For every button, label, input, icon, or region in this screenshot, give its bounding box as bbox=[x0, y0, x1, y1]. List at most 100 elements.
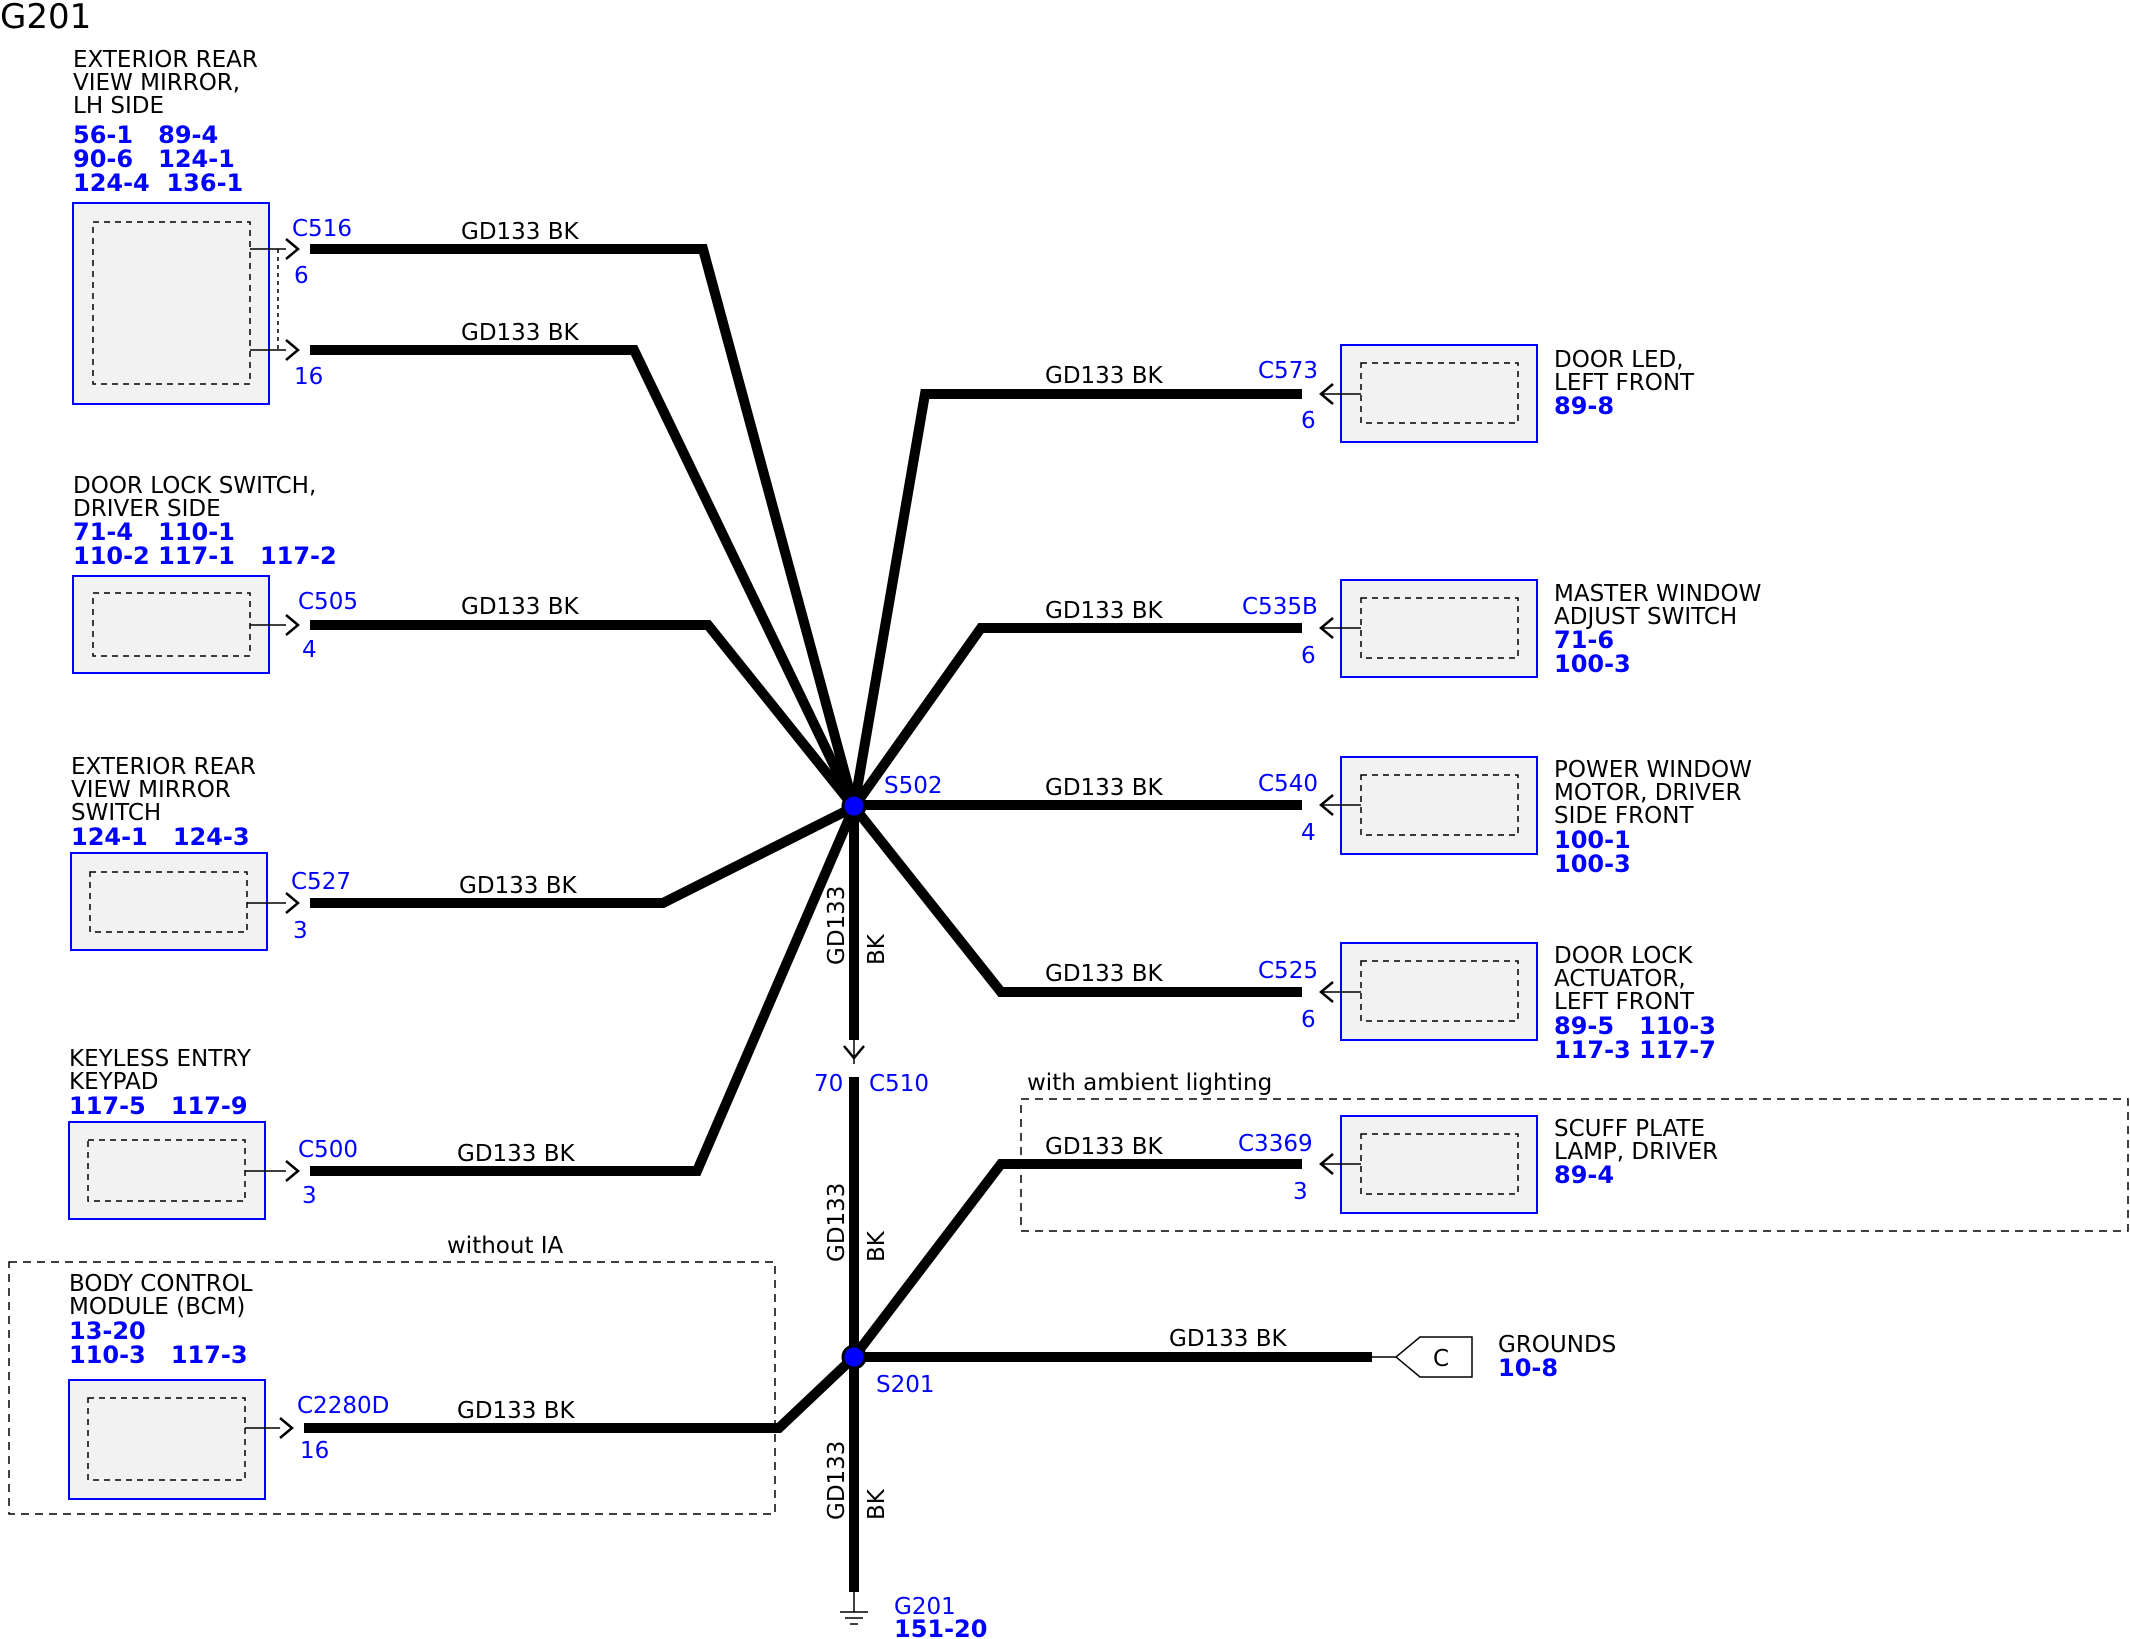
grounds-label: GROUNDS bbox=[1498, 1332, 1616, 1358]
connector-arrow-icon bbox=[1319, 981, 1334, 1003]
connector-label: C516 bbox=[292, 216, 352, 242]
region-ambient-label: with ambient lighting bbox=[1027, 1070, 1272, 1096]
inline-connector-c510[interactable]: 70 C510 bbox=[814, 1040, 929, 1097]
wire-label: GD133 BK bbox=[457, 1398, 576, 1424]
component-name-line: DOOR LOCK SWITCH, bbox=[73, 473, 316, 499]
pin-number: 16 bbox=[300, 1438, 329, 1464]
component-inner bbox=[1360, 597, 1519, 659]
ground-ref: 151-20 bbox=[894, 1615, 987, 1639]
diagram-title: G201 bbox=[0, 0, 91, 37]
wire-c516-16 bbox=[310, 345, 859, 810]
pin-number: 4 bbox=[302, 637, 317, 663]
component-name-line: DOOR LOCK bbox=[1554, 943, 1693, 969]
connector-arrow-icon bbox=[285, 892, 300, 914]
ref-line: 89-4 bbox=[1554, 1161, 1614, 1189]
pin-number: 6 bbox=[1301, 408, 1316, 434]
wire-c500 bbox=[310, 805, 859, 1176]
splice-label: S201 bbox=[876, 1372, 935, 1398]
ref-line: 90-6 124-1 bbox=[73, 145, 235, 173]
ref-line: 110-2 117-1 117-2 bbox=[73, 542, 337, 570]
component-box bbox=[1340, 344, 1538, 443]
splice-s201[interactable]: S201 bbox=[841, 1344, 935, 1398]
ref-line: 89-8 bbox=[1554, 392, 1614, 420]
wire-c2280d bbox=[304, 1353, 858, 1433]
component-box bbox=[1340, 756, 1538, 855]
component-name-line: VIEW MIRROR, bbox=[73, 70, 240, 96]
wire-c525 bbox=[850, 803, 1302, 997]
pin-number: 3 bbox=[293, 918, 308, 944]
connector-arrow-icon bbox=[285, 238, 300, 260]
component-name-line: SCUFF PLATE bbox=[1554, 1116, 1705, 1142]
ref-line: 71-6 bbox=[1554, 626, 1614, 654]
component-inner bbox=[1360, 774, 1519, 836]
wire-code-vertical: GD133 bbox=[824, 886, 850, 965]
component-name-line: LEFT FRONT bbox=[1554, 989, 1695, 1015]
component-name-line: DRIVER SIDE bbox=[73, 496, 221, 522]
ref-line: 110-3 117-3 bbox=[69, 1341, 248, 1369]
component-inner bbox=[87, 1397, 246, 1481]
component-name-line: MODULE (BCM) bbox=[69, 1294, 245, 1320]
component-box bbox=[1340, 1115, 1538, 1214]
connector-label: C527 bbox=[291, 869, 351, 895]
wire-c527 bbox=[310, 802, 857, 908]
region-without-ia-label: without IA bbox=[447, 1233, 564, 1259]
svg-text:DOOR LED,LEFT FRONT: DOOR LED,LEFT FRONT bbox=[1554, 347, 1695, 396]
ground-g201[interactable]: G201 151-20 bbox=[840, 1592, 987, 1639]
wire-label: GD133 BK bbox=[459, 873, 578, 899]
pin-number: 70 bbox=[814, 1071, 843, 1097]
ref-line: 100-3 bbox=[1554, 850, 1631, 878]
component-name-line: ACTUATOR, bbox=[1554, 966, 1686, 992]
connector-arrow-icon bbox=[285, 339, 300, 361]
connector-arrow-icon bbox=[1319, 383, 1334, 405]
pin-number: 4 bbox=[1301, 820, 1316, 846]
ref-line: 124-4 136-1 bbox=[73, 169, 243, 197]
connector-arrow-icon bbox=[1319, 617, 1334, 639]
page-ref-flag-icon bbox=[1394, 1336, 1473, 1378]
grounds-reference[interactable]: C GROUNDS 10-8 bbox=[1372, 1332, 1616, 1382]
component-box bbox=[68, 1121, 266, 1220]
connector-label: C500 bbox=[298, 1137, 358, 1163]
splice-s502[interactable]: S502 bbox=[841, 773, 943, 819]
component-name-line: LH SIDE bbox=[73, 93, 164, 119]
component-inner bbox=[1360, 960, 1519, 1022]
component-name-line: EXTERIOR REAR bbox=[73, 47, 258, 73]
component-name-line: MOTOR, DRIVER bbox=[1554, 780, 1741, 806]
component-name-line: SIDE FRONT bbox=[1554, 803, 1694, 829]
wires bbox=[304, 244, 1372, 1592]
wire-label: GD133 BK bbox=[461, 219, 580, 245]
ref-line: 71-4 110-1 bbox=[73, 518, 235, 546]
splice-dot-icon bbox=[841, 1344, 867, 1370]
connector-arrow-icon bbox=[285, 614, 300, 636]
connector-arrow-icon bbox=[285, 1160, 300, 1182]
wire-label: GD133 BK bbox=[457, 1141, 576, 1167]
component-inner bbox=[1360, 1133, 1519, 1195]
wire-color-vertical: BK bbox=[864, 933, 890, 965]
connector-label: C540 bbox=[1258, 771, 1318, 797]
wire-color-vertical: BK bbox=[864, 1230, 890, 1262]
pin-number: 6 bbox=[1301, 1007, 1316, 1033]
component-name-line: LEFT FRONT bbox=[1554, 370, 1695, 396]
component-name-line: SWITCH bbox=[71, 800, 161, 826]
component-door-led[interactable]: C573 6 DOOR LED,LEFT FRONT 89-8 bbox=[1258, 344, 1695, 443]
svg-text:89-4: 89-4 bbox=[1554, 1161, 1614, 1189]
